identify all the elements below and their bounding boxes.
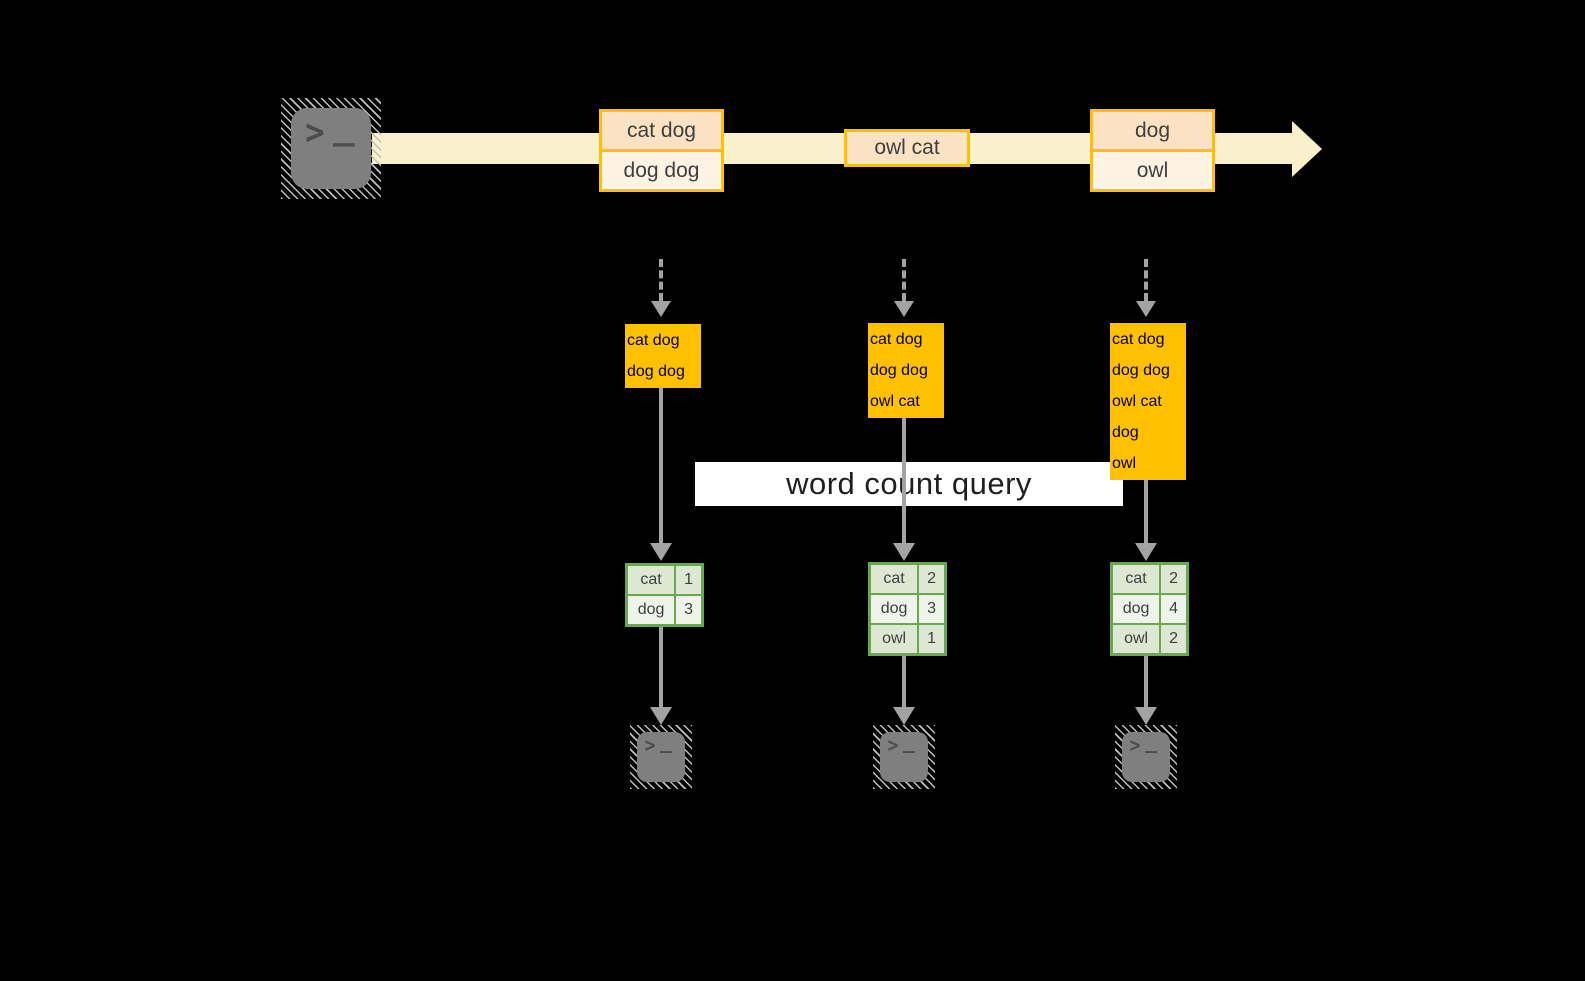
down-arrowhead-icon (1135, 543, 1157, 561)
micro-batch-stack-1: cat dog dog dog (625, 324, 701, 388)
stream-batch-1: cat dog dog dog (599, 109, 724, 192)
terminal-icon-body: > _ (1122, 729, 1170, 782)
stack-cell: dog dog (1112, 354, 1184, 385)
stream-batch-line: cat dog (602, 112, 721, 149)
stream-arrowhead-icon (1292, 121, 1322, 177)
terminal-cursor-icon: _ (333, 106, 355, 147)
terminal-icon: > _ (1115, 725, 1177, 789)
stream-batch-line: dog dog (602, 149, 721, 189)
terminal-prompt-icon: > (644, 733, 656, 757)
terminal-icon: > _ (281, 98, 381, 199)
down-arrowhead-icon (893, 707, 915, 725)
stack-cell: cat dog (627, 332, 680, 349)
dashed-down-arrow-line (902, 259, 906, 301)
stream-batch-line: owl (1093, 149, 1212, 189)
terminal-cursor-icon: _ (903, 729, 916, 753)
stack-cell: owl cat (1112, 385, 1184, 416)
table-row: owl 2 (1113, 623, 1186, 653)
count-cell: 4 (1159, 595, 1186, 623)
word-cell: dog (628, 596, 675, 624)
stream-batch-2: owl cat (844, 129, 970, 167)
terminal-icon: > _ (630, 725, 692, 789)
table-row: dog 3 (871, 593, 944, 623)
count-cell: 3 (674, 596, 701, 624)
table-row: dog 3 (628, 594, 701, 624)
terminal-prompt-icon: > (305, 112, 325, 153)
dashed-down-arrowhead-icon (894, 301, 914, 317)
terminal-cursor-icon: _ (1145, 729, 1158, 753)
down-arrowhead-icon (650, 707, 672, 725)
count-cell: 2 (1159, 565, 1186, 593)
stack-cell: owl cat (870, 385, 942, 416)
result-table-2: cat 2 dog 3 owl 1 (868, 562, 947, 656)
result-table-1: cat 1 dog 3 (625, 563, 704, 627)
query-banner-label: word count query (786, 466, 1032, 501)
word-cell: owl (871, 625, 918, 653)
down-arrowhead-icon (893, 543, 915, 561)
word-cell: dog (871, 595, 918, 623)
word-cell: cat (1113, 565, 1160, 593)
table-row: cat 2 (1113, 565, 1186, 593)
count-cell: 1 (917, 625, 944, 653)
terminal-icon-body: > _ (880, 729, 928, 782)
down-arrow-line (659, 627, 663, 707)
query-banner: word count query (695, 462, 1123, 506)
stack-cell: cat dog (870, 331, 923, 348)
stack-cell: dog dog (627, 355, 699, 386)
stream-batch-line: owl cat (847, 132, 967, 164)
down-arrow-line (659, 388, 663, 543)
word-cell: dog (1113, 595, 1160, 623)
dashed-down-arrowhead-icon (651, 301, 671, 317)
down-arrowhead-icon (650, 543, 672, 561)
dashed-down-arrow-line (659, 259, 663, 301)
micro-batch-stack-3: cat dog dog dog owl cat dog owl (1110, 323, 1186, 480)
count-cell: 2 (917, 565, 944, 593)
down-arrow-line (1144, 480, 1148, 543)
terminal-cursor-icon: _ (660, 729, 673, 753)
stack-cell: owl (1112, 447, 1184, 478)
table-row: dog 4 (1113, 593, 1186, 623)
dashed-down-arrow-line (1144, 259, 1148, 301)
stream-batch-line: dog (1093, 112, 1212, 149)
table-row: cat 1 (628, 566, 701, 594)
table-row: owl 1 (871, 623, 944, 653)
word-cell: cat (871, 565, 918, 593)
terminal-icon: > _ (873, 725, 935, 789)
count-cell: 2 (1159, 625, 1186, 653)
count-cell: 3 (917, 595, 944, 623)
terminal-icon-body: > _ (637, 729, 685, 782)
terminal-prompt-icon: > (887, 733, 899, 757)
table-row: cat 2 (871, 565, 944, 593)
micro-batch-stack-2: cat dog dog dog owl cat (868, 323, 944, 418)
down-arrow-line (1144, 656, 1148, 707)
result-table-3: cat 2 dog 4 owl 2 (1110, 562, 1189, 656)
down-arrow-line (902, 418, 906, 543)
dashed-down-arrowhead-icon (1136, 301, 1156, 317)
stack-cell: dog (1112, 416, 1184, 447)
terminal-prompt-icon: > (1129, 733, 1141, 757)
word-cell: owl (1113, 625, 1160, 653)
word-cell: cat (628, 566, 675, 594)
down-arrowhead-icon (1135, 707, 1157, 725)
stack-cell: cat dog (1112, 331, 1165, 348)
terminal-icon-body: > _ (291, 106, 371, 189)
stack-cell: dog dog (870, 354, 942, 385)
stream-batch-3: dog owl (1090, 109, 1215, 192)
down-arrow-line (902, 656, 906, 707)
count-cell: 1 (674, 566, 701, 594)
